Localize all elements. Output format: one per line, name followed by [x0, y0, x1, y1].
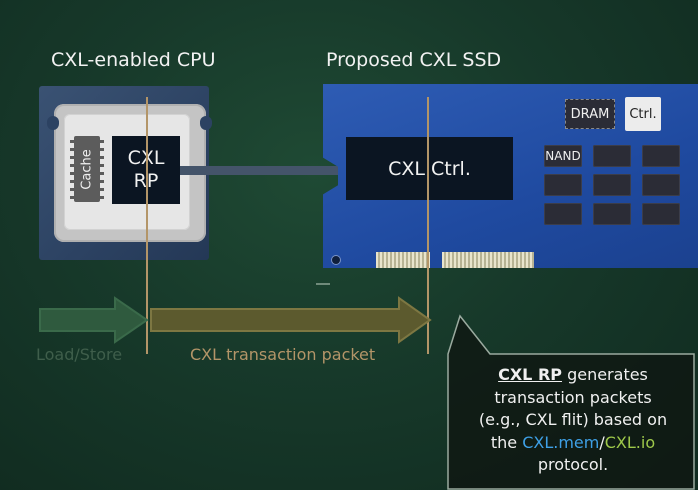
callout-line-4: the CXL.mem/CXL.io: [457, 432, 689, 455]
cxl-link-bar: [180, 166, 348, 175]
transaction-packet-label: CXL transaction packet: [190, 345, 376, 364]
dram-label: DRAM: [570, 106, 610, 122]
callout-text: CXL RP generates transaction packets (e.…: [457, 364, 689, 477]
edge-connector-right: [442, 252, 534, 268]
callout-line-2: transaction packets: [494, 387, 652, 407]
nand-chip: [544, 174, 582, 196]
edge-connector-left: [376, 252, 430, 268]
cache-label: Cache: [79, 148, 95, 190]
nand-chip-labeled: NAND: [544, 145, 582, 167]
nand-chip: [642, 174, 680, 196]
load-store-label: Load/Store: [36, 345, 123, 364]
ssd-title: Proposed CXL SSD: [326, 49, 502, 71]
cache-pins-left: [70, 140, 74, 200]
callout-line-1-rest: generates: [561, 365, 648, 384]
ssd-mount-hole: [332, 256, 340, 264]
nand-chip: [593, 145, 631, 167]
callout-line-4-prefix: the: [490, 432, 523, 452]
callout-line-5: protocol.: [537, 455, 609, 474]
cxl-mem-term: CXL.mem: [522, 432, 600, 452]
cpu-notch-left: [47, 116, 59, 130]
nand-chip: [544, 203, 582, 225]
nand-chip: [642, 145, 680, 167]
ssd-controller-chip: Ctrl.: [625, 97, 661, 131]
cpu-title: CXL-enabled CPU: [51, 49, 216, 71]
nand-label: NAND: [545, 149, 581, 163]
ssd-controller-label: Ctrl.: [629, 106, 657, 122]
vertical-line-cpu: [146, 97, 148, 354]
callout-line-1: CXL RP generates: [457, 364, 689, 387]
cxl-rp-term: CXL RP: [498, 365, 562, 384]
nand-chip: [642, 203, 680, 225]
nand-chip: [593, 203, 631, 225]
load-store-arrow: [39, 296, 149, 344]
callout-line-3: (e.g., CXL flit) based on: [478, 410, 668, 429]
cxl-ctrl-chip: CXL Ctrl.: [346, 137, 513, 200]
callout-box: [447, 314, 695, 490]
cache-pins-right: [100, 140, 104, 200]
vertical-line-ssd: [427, 97, 429, 354]
nand-chip: [593, 174, 631, 196]
cache-chip: Cache: [74, 136, 100, 202]
small-dash-mark: [316, 283, 330, 285]
cxl-ctrl-label: CXL Ctrl.: [388, 157, 471, 180]
callout-slash: /: [599, 432, 605, 452]
cxl-io-term: CXL.io: [604, 432, 656, 452]
cpu-notch-right: [200, 116, 212, 130]
dram-chip: DRAM: [565, 99, 615, 129]
cxl-transaction-packet-arrow: [150, 296, 432, 344]
